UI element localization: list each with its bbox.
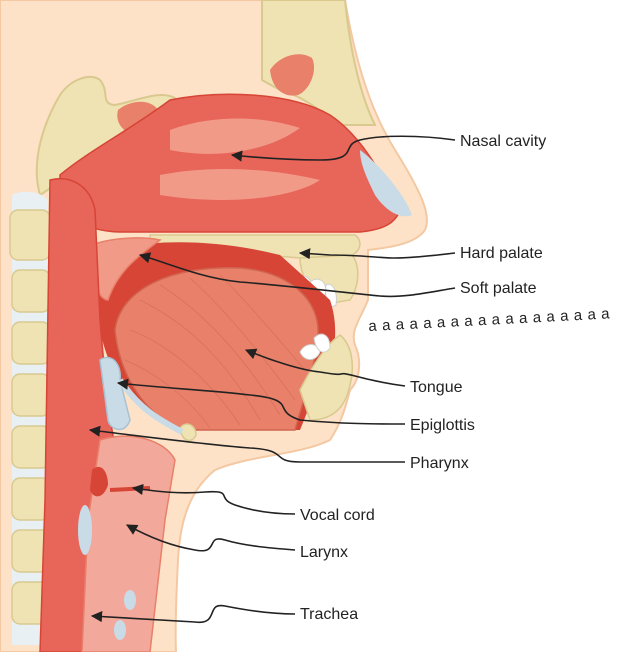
soft-palate-arrow bbox=[138, 252, 456, 298]
tracheal-rings bbox=[78, 505, 136, 640]
label-epiglottis: Epiglottis bbox=[410, 417, 475, 434]
larynx-cavity bbox=[90, 466, 108, 497]
nasal-concha-1 bbox=[170, 118, 300, 154]
label-tongue: Tongue bbox=[410, 379, 463, 396]
label-vocal-cord: Vocal cord bbox=[300, 507, 375, 524]
epiglottis-arrow bbox=[116, 378, 406, 425]
label-soft-palate: Soft palate bbox=[460, 280, 537, 297]
nostril-cartilage bbox=[360, 150, 412, 217]
label-nasal-cavity: Nasal cavity bbox=[460, 133, 547, 150]
label-larynx: Larynx bbox=[300, 544, 349, 561]
label-pharynx: Pharynx bbox=[410, 455, 469, 472]
lower-teeth bbox=[299, 333, 331, 360]
leader-lines bbox=[88, 135, 456, 623]
sinus bbox=[270, 54, 315, 96]
larynx-arrow bbox=[126, 524, 296, 552]
pharynx-arrow bbox=[88, 425, 405, 463]
tongue-arrow bbox=[244, 348, 406, 387]
sound-text: a a a a a a a a a a a a a a a a a a bbox=[368, 305, 628, 348]
label-trachea: Trachea bbox=[300, 606, 359, 623]
nasal-concha-2 bbox=[160, 168, 320, 200]
nasal-cavity-region bbox=[59, 93, 401, 233]
lower-jaw bbox=[299, 334, 353, 421]
vocal-cord-arrow bbox=[131, 483, 296, 515]
trachea-arrow bbox=[90, 604, 296, 623]
tongue-fibers bbox=[124, 274, 306, 429]
label-hard-palate: Hard palate bbox=[460, 245, 543, 262]
hard-palate-arrow bbox=[298, 248, 456, 260]
nasal-cavity-arrow bbox=[230, 135, 456, 162]
epiglottis-tissue bbox=[99, 356, 131, 431]
hyoid bbox=[179, 423, 197, 442]
